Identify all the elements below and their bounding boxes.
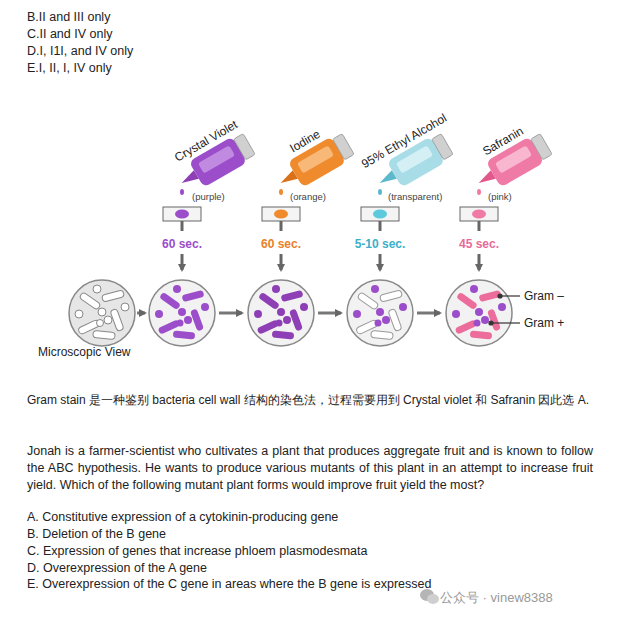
microscopic-view-4: [347, 280, 413, 346]
crystal-violet-bottle-part: [234, 134, 256, 160]
watermark: 公众号 · vinew8388: [440, 589, 553, 607]
color-note: (purple): [192, 191, 225, 202]
gram-leaders-part: [498, 294, 502, 298]
microscopic-view-1: [69, 280, 135, 346]
slides-part: [472, 210, 486, 219]
microscopic-view-4-part: [347, 280, 413, 346]
color-note: (orange): [290, 191, 326, 202]
down-arrows-part: [181, 221, 184, 231]
drops-part: [378, 189, 382, 195]
answer-option: D.I, I1I, and IV only: [27, 44, 133, 58]
step-arrows-part: [417, 312, 440, 315]
explanation-text: Gram stain 是一种鉴别 bacteria cell wall 结构的染…: [27, 392, 590, 409]
slides-part: [175, 210, 189, 219]
time-label: 45 sec.: [459, 237, 499, 251]
microscopic-view-1-part: [69, 280, 135, 346]
microscopic-view-1-part: [75, 285, 129, 327]
watermark-icon-part: [427, 594, 439, 604]
watermark-icon: [420, 589, 439, 604]
step-arrows-part: [219, 312, 242, 315]
time-label: 60 sec.: [261, 237, 301, 251]
answer-option: D. Overexpression of the A gene: [27, 561, 207, 575]
microscopic-view-5-part: [446, 280, 512, 346]
microscopic-view-4-part: [353, 285, 407, 327]
color-note: (transparent): [388, 191, 442, 202]
microscopic-view-3-part: [254, 285, 308, 327]
drops-part: [279, 189, 283, 195]
microscopic-view-2-part: [155, 285, 209, 327]
answer-option: E.I, II, I, IV only: [27, 61, 112, 75]
down-arrows-part: [181, 254, 184, 270]
slides-part: [274, 210, 288, 219]
step-arrows-part: [318, 312, 341, 315]
answer-option: B. Deletion of the B gene: [27, 527, 166, 541]
slides-part: [361, 207, 399, 221]
microscopic-view-2-part: [149, 280, 215, 346]
microscopic-view-5-part: [452, 285, 506, 327]
down-arrows-part: [280, 221, 283, 231]
gram-leaders-part: [489, 321, 493, 325]
slides-part: [262, 207, 300, 221]
figure-label: Microscopic View: [38, 345, 130, 359]
drops-part: [180, 189, 184, 195]
gram-leaders: [489, 294, 520, 325]
gram-label: Gram –: [524, 289, 564, 303]
question-text: Jonah is a farmer-scientist who cultivat…: [27, 443, 593, 494]
answer-option: E. Overexpression of the C gene in areas…: [27, 577, 431, 591]
microscopic-view-2: [149, 280, 215, 346]
gram-leaders-part: [500, 295, 520, 296]
slides-part: [163, 207, 201, 221]
gram-label: Gram +: [524, 316, 564, 330]
iodine-bottle-part: [333, 134, 355, 160]
down-arrows-part: [379, 254, 382, 270]
down-arrows-part: [478, 254, 481, 270]
slides: [163, 207, 498, 221]
slides-part: [460, 207, 498, 221]
drops-part: [477, 189, 481, 195]
step-arrows: [137, 312, 440, 315]
microscopic-view-5: [446, 280, 512, 346]
down-arrows-part: [280, 254, 283, 270]
time-label: 60 sec.: [162, 237, 202, 251]
down-arrows-part: [379, 221, 382, 231]
alcohol-bottle-part: [432, 134, 454, 160]
step-arrows-part: [137, 312, 145, 315]
safranin-bottle-part: [531, 134, 553, 160]
answer-option: C. Expression of genes that increase phl…: [27, 544, 367, 558]
color-note: (pink): [488, 191, 512, 202]
answer-option: C.II and IV only: [27, 27, 112, 41]
answer-option: B.II and III only: [27, 10, 110, 24]
microscopic-view-3: [248, 280, 314, 346]
slides-part: [373, 210, 387, 219]
down-arrows: [182, 221, 479, 270]
microscopic-view-3-part: [248, 280, 314, 346]
answer-option: A. Constitutive expression of a cytokini…: [27, 510, 338, 524]
time-label: 5-10 sec.: [355, 237, 406, 251]
gram-leaders-part: [491, 322, 520, 323]
down-arrows-part: [478, 221, 481, 231]
